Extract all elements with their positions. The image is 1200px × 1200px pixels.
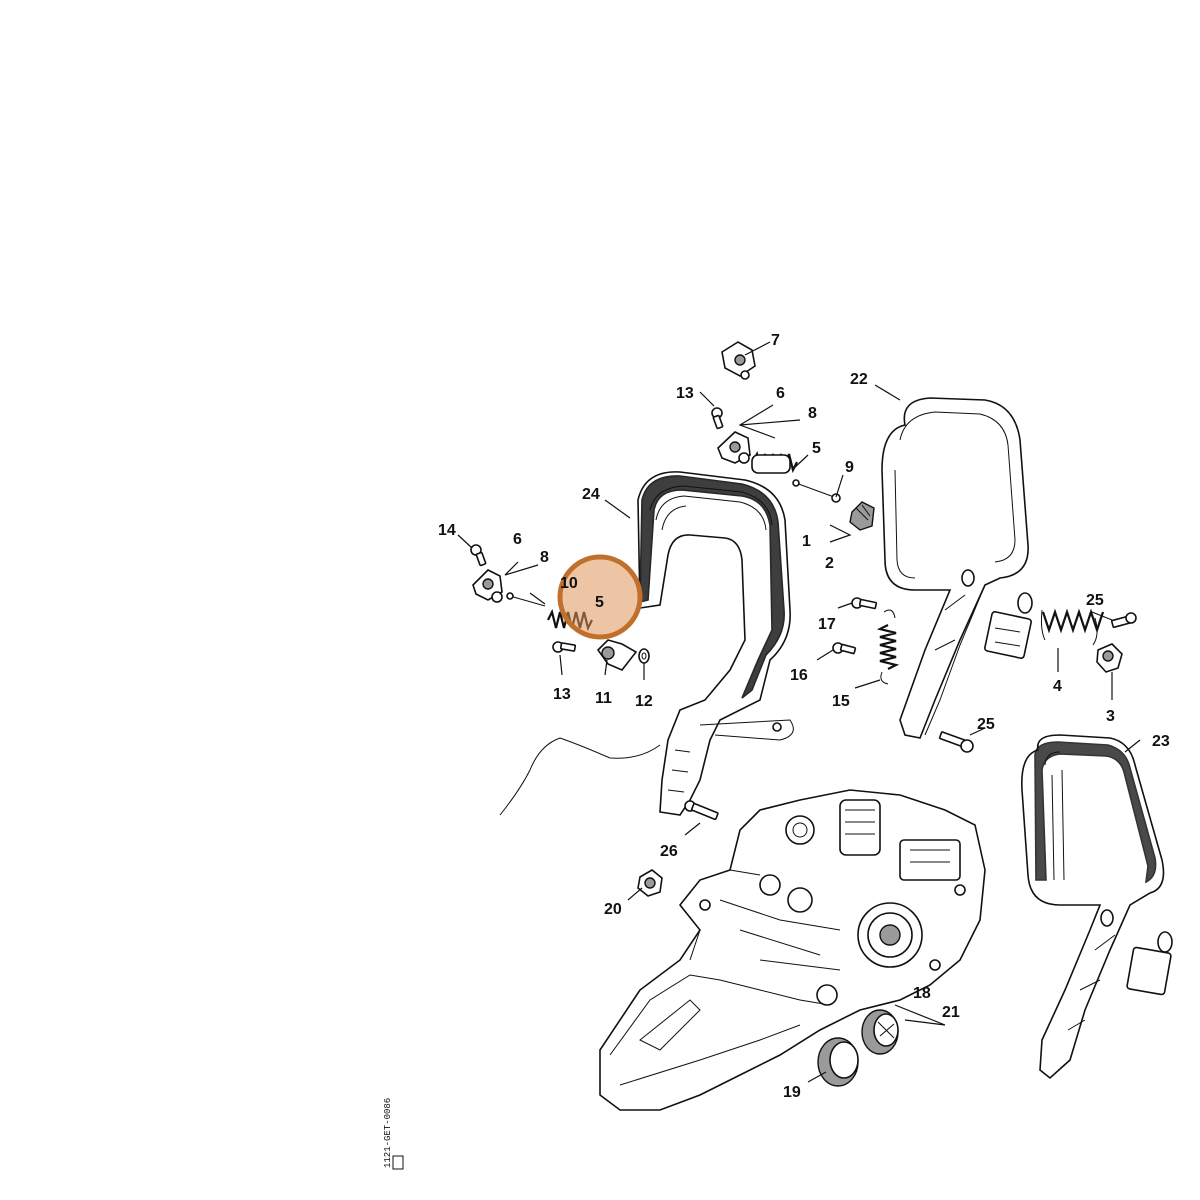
label-part-20[interactable]: 20 xyxy=(604,901,622,918)
label-part-17[interactable]: 17 xyxy=(818,616,836,633)
handlebar-part-22[interactable] xyxy=(881,397,1033,739)
drawing-id-box xyxy=(392,1155,404,1170)
label-part-9[interactable]: 9 xyxy=(845,459,854,476)
label-part-12[interactable]: 12 xyxy=(635,693,653,710)
washer-part-11[interactable] xyxy=(596,639,638,671)
leader-lines xyxy=(457,341,1141,1083)
label-part-25[interactable]: 25 xyxy=(1086,592,1104,609)
label-part-10[interactable]: 10 xyxy=(560,575,578,592)
plug-part-18[interactable] xyxy=(861,1009,899,1055)
screw-part-13-left[interactable] xyxy=(552,641,577,653)
drawing-id: 1121-GET-0086 xyxy=(383,1098,404,1170)
label-part-21[interactable]: 21 xyxy=(942,1004,960,1021)
label-part-4[interactable]: 4 xyxy=(1053,678,1062,695)
label-part-11[interactable]: 11 xyxy=(595,690,612,707)
handlebar-part-24[interactable] xyxy=(499,471,794,816)
label-part-18[interactable]: 18 xyxy=(913,985,931,1002)
label-part-16[interactable]: 16 xyxy=(790,667,808,684)
screw-part-25-mid[interactable] xyxy=(938,731,974,753)
pin-part-9[interactable] xyxy=(792,479,841,503)
label-part-6[interactable]: 6 xyxy=(513,531,522,548)
label-part-13[interactable]: 13 xyxy=(553,686,571,703)
engine-housing xyxy=(599,789,986,1111)
label-part-8[interactable]: 8 xyxy=(540,549,549,566)
label-part-19[interactable]: 19 xyxy=(783,1084,801,1101)
label-part-1[interactable]: 1 xyxy=(802,533,811,550)
plug-part-19[interactable] xyxy=(817,1037,859,1087)
spring-part-5-top[interactable] xyxy=(751,450,798,474)
screw-part-25-top[interactable] xyxy=(1110,612,1137,629)
spring-part-15[interactable] xyxy=(876,609,900,685)
label-part-22[interactable]: 22 xyxy=(850,371,868,388)
drawing-id-text: 1121-GET-0086 xyxy=(383,1098,393,1168)
screw-part-13-top[interactable] xyxy=(711,407,724,430)
label-part-26[interactable]: 26 xyxy=(660,843,678,860)
screw-part-26[interactable] xyxy=(684,800,719,821)
label-part-13[interactable]: 13 xyxy=(676,385,694,402)
label-part-6[interactable]: 6 xyxy=(776,385,785,402)
screw-part-16[interactable] xyxy=(832,642,857,655)
label-part-7[interactable]: 7 xyxy=(771,332,780,349)
part-labels: 7 13 6 8 5 9 1 2 22 24 14 6 8 10 5 13 11… xyxy=(438,332,1170,1101)
buffer-part-3[interactable] xyxy=(1096,643,1123,673)
spring-part-4[interactable] xyxy=(1040,608,1105,646)
buffer-part-6-top[interactable] xyxy=(717,431,751,464)
label-part-5[interactable]: 5 xyxy=(812,440,821,457)
plug-part-1[interactable] xyxy=(849,501,875,531)
handlebar-part-23[interactable] xyxy=(1021,734,1173,1080)
label-part-3[interactable]: 3 xyxy=(1106,708,1115,725)
label-part-15[interactable]: 15 xyxy=(832,693,850,710)
label-part-14[interactable]: 14 xyxy=(438,522,456,539)
label-part-25[interactable]: 25 xyxy=(977,716,995,733)
label-part-2[interactable]: 2 xyxy=(825,555,834,572)
highlight-marker[interactable] xyxy=(557,554,643,640)
screw-part-14[interactable] xyxy=(470,544,487,567)
label-part-8[interactable]: 8 xyxy=(808,405,817,422)
buffer-part-6-left[interactable] xyxy=(472,569,503,603)
label-part-23[interactable]: 23 xyxy=(1152,733,1170,750)
pin-part-10[interactable] xyxy=(506,592,546,607)
screw-part-17[interactable] xyxy=(851,597,878,610)
label-part-5[interactable]: 5 xyxy=(595,594,604,611)
buffer-part-7[interactable] xyxy=(721,341,756,380)
plug-part-20[interactable] xyxy=(637,869,663,897)
washer-part-12[interactable] xyxy=(638,648,650,664)
label-part-24[interactable]: 24 xyxy=(582,486,600,503)
